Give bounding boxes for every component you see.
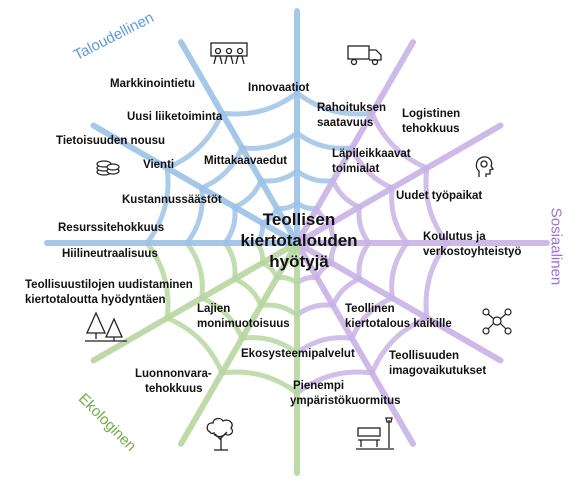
- benefit-line: Lajien: [197, 303, 231, 315]
- head-idea-icon: [475, 156, 494, 177]
- web-ring-segment: [294, 168, 336, 184]
- coins-icon: [96, 160, 120, 176]
- title-line-1: Teollisen: [262, 210, 336, 229]
- title-line-3: hyötyjä: [269, 252, 329, 271]
- web-spoke: [294, 240, 504, 364]
- web-spoke: [294, 240, 416, 447]
- web-ring-segment: [389, 240, 410, 301]
- benefit-teollisuuden-imagovaikutukset: Teollisuuden imagovaikutukset: [389, 349, 486, 379]
- benefit-lajien-monimuotoisuus: Lajien monimuotoisuus: [197, 302, 290, 332]
- benefit-kustannussaastot: Kustannussäästöt: [122, 194, 222, 206]
- benefit-line: tehokkuus: [402, 123, 460, 135]
- benefit-line: ympäristökuormitus: [290, 395, 401, 407]
- web-ring-segment: [239, 130, 300, 151]
- benefit-line: kiertotaloutta hyödyntäen: [25, 294, 166, 306]
- web-ring-segment: [369, 315, 430, 376]
- center-title: Teollisen kiertotalouden hyötyjä: [224, 209, 374, 272]
- web-ring-segment: [164, 315, 225, 376]
- web-ring-segment: [144, 165, 171, 246]
- category-social: Sosiaalinen: [547, 207, 565, 286]
- web-spoke: [294, 39, 416, 246]
- web-ring-segment: [423, 240, 450, 321]
- benefit-line: Läpileikkaavat: [332, 148, 411, 160]
- truck-icon: [347, 45, 382, 66]
- people-presentation-icon: [210, 42, 248, 65]
- benefit-line: imagovaikutukset: [389, 365, 487, 377]
- benefit-line: toimialat: [332, 163, 380, 175]
- web-spoke: [294, 122, 504, 246]
- web-ring-segment: [199, 145, 245, 191]
- web-ring-segment: [294, 130, 355, 151]
- web-ring-segment: [184, 240, 205, 301]
- web-ring-segment: [219, 90, 300, 117]
- title-line-2: kiertotalouden: [240, 231, 358, 250]
- benefit-line: Logistinen: [402, 108, 461, 120]
- benefit-logistinen-tehokkuus: Logistinen tehokkuus: [402, 107, 460, 137]
- web-ring-segment: [369, 110, 430, 171]
- tree-icon: [206, 417, 234, 451]
- web-ring-segment: [389, 185, 410, 246]
- benefit-ekosysteemipalvelut: Ekosysteemipalvelut: [241, 348, 355, 360]
- forest-icon: [85, 311, 127, 342]
- benefit-markkinointietu: Markkinointietu: [110, 78, 195, 90]
- benefit-line: Koulutus ja: [423, 231, 486, 243]
- benefit-line: kiertotalous kaikille: [345, 318, 452, 330]
- benefit-resurssitehokkuus: Resurssitehokkuus: [58, 222, 165, 234]
- web-ring-segment: [232, 178, 264, 210]
- web-ring-segment: [294, 335, 355, 356]
- community-hands-icon: [482, 308, 512, 335]
- park-bench-icon: [356, 417, 394, 450]
- web-ring-segment: [330, 178, 362, 210]
- benefit-lapileikkaavat-toimialat: Läpileikkaavat toimialat: [332, 147, 411, 177]
- benefit-koulutus-verkostoyhteistyo: Koulutus ja verkostoyhteistyö: [423, 230, 521, 260]
- web-ring-segment: [294, 302, 336, 318]
- web-ring-segment: [164, 110, 225, 171]
- benefit-tietoisuuden-nousu: Tietoisuuden nousu: [56, 135, 166, 147]
- benefit-line: Teollisuustilojen uudistaminen: [25, 279, 193, 291]
- benefit-uudet-tyopaikat: Uudet työpaikat: [396, 190, 483, 202]
- web-ring-segment: [184, 185, 205, 246]
- benefit-innovaatiot: Innovaatiot: [248, 82, 310, 94]
- benefit-mittakaavaedut: Mittakaavaedut: [204, 155, 288, 167]
- web-spoke: [178, 240, 300, 447]
- web-ring-segment: [199, 295, 245, 341]
- web-spoke: [90, 122, 300, 246]
- benefit-line: Pienempi: [293, 380, 345, 392]
- web-ring-segment: [423, 165, 450, 246]
- benefit-line: monimuotoisuus: [197, 318, 290, 330]
- web-ring-segment: [349, 295, 395, 341]
- web-ring-segment: [144, 240, 171, 321]
- benefit-teollisuustilojen-uudistaminen: Teollisuustilojen uudistaminen kiertotal…: [25, 278, 193, 308]
- web-spoke: [90, 240, 300, 364]
- benefit-hiilineutraalisuus: Hiilineutraalisuus: [62, 248, 158, 260]
- benefit-uusi-liiketoiminta: Uusi liiketoiminta: [127, 111, 223, 123]
- web-ring-segment: [219, 369, 300, 396]
- benefit-vienti: Vienti: [143, 159, 175, 171]
- benefit-line: Teollinen: [345, 303, 395, 315]
- benefit-luonnonvaratehokkuus: Luonnonvara- tehokkuus: [135, 367, 212, 397]
- benefit-line: tehokkuus: [145, 383, 203, 395]
- benefit-line: Luonnonvara-: [135, 368, 212, 380]
- web-ring-segment: [258, 168, 300, 184]
- web-spoke: [178, 39, 300, 246]
- benefit-line: Rahoituksen: [317, 102, 387, 114]
- web-ring-segment: [239, 335, 300, 356]
- benefit-line: verkostoyhteistyö: [423, 246, 522, 258]
- benefit-pienempi-ymparistokuormitus: Pienempi ympäristökuormitus: [290, 379, 401, 409]
- benefit-line: saatavuus: [317, 117, 374, 129]
- web-ring-segment: [349, 145, 395, 191]
- web-ring-segment: [294, 90, 375, 117]
- benefit-teollinen-kiertotalous-kaikille: Teollinen kiertotalous kaikille: [345, 302, 452, 332]
- web-ring-segment: [294, 369, 375, 396]
- benefit-line: Teollisuuden: [389, 350, 460, 362]
- benefit-rahoituksen-saatavuus: Rahoituksen saatavuus: [317, 101, 386, 131]
